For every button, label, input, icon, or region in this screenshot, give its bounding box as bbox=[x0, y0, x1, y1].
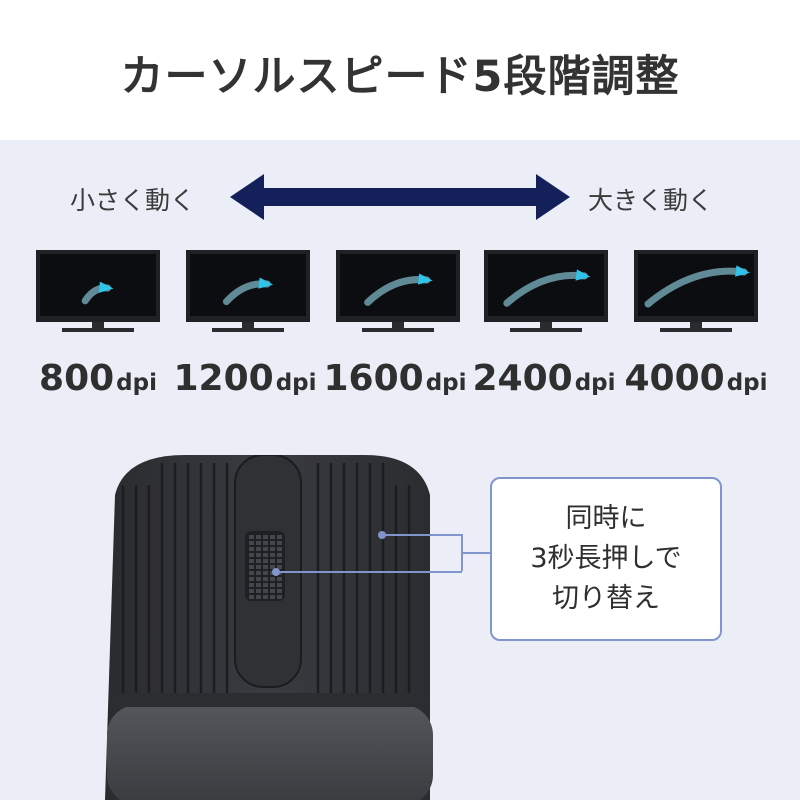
mouse-image bbox=[105, 455, 433, 800]
cursor-arrow-icon bbox=[417, 273, 433, 285]
monitor-icon bbox=[484, 250, 608, 332]
callout-connector bbox=[378, 531, 492, 571]
dpi-unit: dpi bbox=[574, 370, 616, 396]
monitor-icon bbox=[634, 250, 758, 332]
cursor-arrow-icon bbox=[575, 269, 591, 281]
dpi-label: 4000dpi bbox=[621, 358, 771, 399]
dpi-value: 1200 bbox=[173, 358, 274, 399]
double-arrow-icon bbox=[230, 174, 570, 220]
dpi-value: 800 bbox=[39, 358, 115, 399]
cursor-arrow-icon bbox=[258, 277, 274, 289]
dpi-unit: dpi bbox=[116, 370, 157, 396]
cursor-arrow-icon bbox=[735, 265, 750, 277]
dpi-label: 2400dpi bbox=[469, 358, 619, 399]
dpi-unit: dpi bbox=[425, 370, 467, 396]
dpi-label: 1200dpi bbox=[170, 358, 320, 399]
dpi-value: 2400 bbox=[472, 358, 573, 399]
dpi-value: 4000 bbox=[624, 358, 725, 399]
mouse-pad bbox=[107, 705, 433, 800]
dpi-label: 1600dpi bbox=[320, 358, 470, 399]
callout-line-3: 切り替え bbox=[552, 583, 660, 614]
monitor-icon bbox=[336, 250, 460, 332]
monitor-icon bbox=[186, 250, 310, 332]
cursor-trail bbox=[644, 267, 748, 308]
callout-line-2: 3秒長押しで bbox=[530, 543, 682, 574]
dpi-unit: dpi bbox=[275, 370, 317, 396]
callout-box: 同時に 3秒長押しで 切り替え bbox=[490, 477, 722, 641]
callout-line-1: 同時に bbox=[565, 503, 647, 534]
page-title: カーソルスピード5段階調整 bbox=[120, 52, 680, 102]
callout-connector-lower bbox=[272, 568, 462, 576]
dpi-unit: dpi bbox=[726, 370, 768, 396]
slow-speed-label: 小さく動く bbox=[70, 186, 196, 215]
dpi-value: 1600 bbox=[323, 358, 424, 399]
title-band bbox=[0, 0, 800, 140]
cursor-arrow-icon bbox=[98, 281, 114, 293]
fast-speed-label: 大きく動く bbox=[588, 186, 714, 215]
dpi-label: 800dpi bbox=[23, 358, 173, 399]
monitor-icon bbox=[36, 250, 160, 332]
